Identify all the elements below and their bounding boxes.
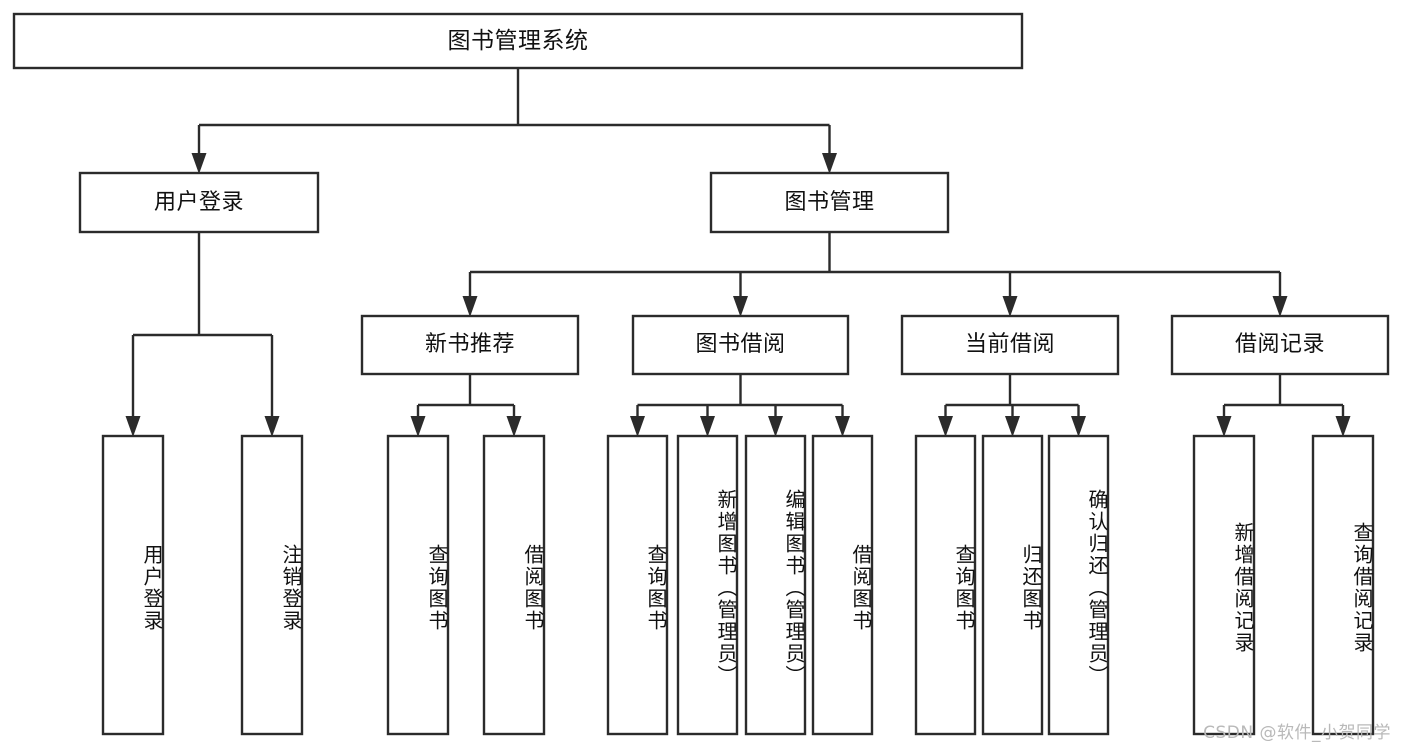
node-box-图书借阅[interactable] bbox=[631, 314, 850, 376]
node-box-查询借阅记录[interactable] bbox=[1311, 434, 1375, 736]
node-box-用户登录[interactable] bbox=[78, 171, 320, 234]
node-box-用户登录[interactable] bbox=[101, 434, 165, 736]
node-box-确认归还管理员[interactable] bbox=[1047, 434, 1110, 736]
edge-group-图书借阅 bbox=[630, 374, 850, 437]
arrow-head-icon bbox=[462, 296, 478, 317]
edge-group-图书管理 bbox=[462, 232, 1288, 317]
node-box-查询图书[interactable] bbox=[914, 434, 977, 736]
node-box-归还图书[interactable] bbox=[981, 434, 1044, 736]
node-box-新增图书管理员[interactable] bbox=[676, 434, 739, 736]
node-box-新增借阅记录[interactable] bbox=[1192, 434, 1256, 736]
arrow-head-icon bbox=[1071, 416, 1086, 437]
arrow-head-icon bbox=[506, 416, 522, 437]
edge-group-图书管理系统 bbox=[191, 68, 837, 174]
arrow-head-icon bbox=[630, 416, 645, 437]
arrow-head-icon bbox=[1216, 416, 1232, 437]
arrow-head-icon bbox=[768, 416, 783, 437]
node-box-注销登录[interactable] bbox=[240, 434, 304, 736]
arrow-head-icon bbox=[1272, 296, 1288, 317]
edge-group-用户登录 bbox=[125, 232, 280, 437]
arrow-head-icon bbox=[1335, 416, 1351, 437]
node-box-编辑图书管理员[interactable] bbox=[744, 434, 807, 736]
edge-layer bbox=[125, 68, 1351, 437]
node-box-查询图书[interactable] bbox=[606, 434, 669, 736]
arrow-head-icon bbox=[700, 416, 715, 437]
node-box-借阅图书[interactable] bbox=[811, 434, 874, 736]
edge-group-当前借阅 bbox=[938, 374, 1086, 437]
arrow-head-icon bbox=[733, 296, 748, 317]
node-box-借阅图书[interactable] bbox=[482, 434, 546, 736]
arrow-head-icon bbox=[835, 416, 850, 437]
arrow-head-icon bbox=[410, 416, 426, 437]
edge-group-借阅记录 bbox=[1216, 374, 1351, 437]
arrow-head-icon bbox=[822, 153, 837, 174]
node-box-当前借阅[interactable] bbox=[900, 314, 1120, 376]
arrow-head-icon bbox=[125, 416, 141, 437]
node-box-新书推荐[interactable] bbox=[360, 314, 580, 376]
arrow-head-icon bbox=[264, 416, 280, 437]
node-box-layer bbox=[12, 12, 1390, 736]
node-box-图书管理系统[interactable] bbox=[12, 12, 1024, 70]
node-box-图书管理[interactable] bbox=[709, 171, 950, 234]
arrow-head-icon bbox=[1005, 416, 1020, 437]
node-box-借阅记录[interactable] bbox=[1170, 314, 1390, 376]
node-box-查询图书[interactable] bbox=[386, 434, 450, 736]
arrow-head-icon bbox=[191, 153, 207, 174]
edge-group-新书推荐 bbox=[410, 374, 522, 437]
arrow-head-icon bbox=[1002, 296, 1018, 317]
arrow-head-icon bbox=[938, 416, 953, 437]
